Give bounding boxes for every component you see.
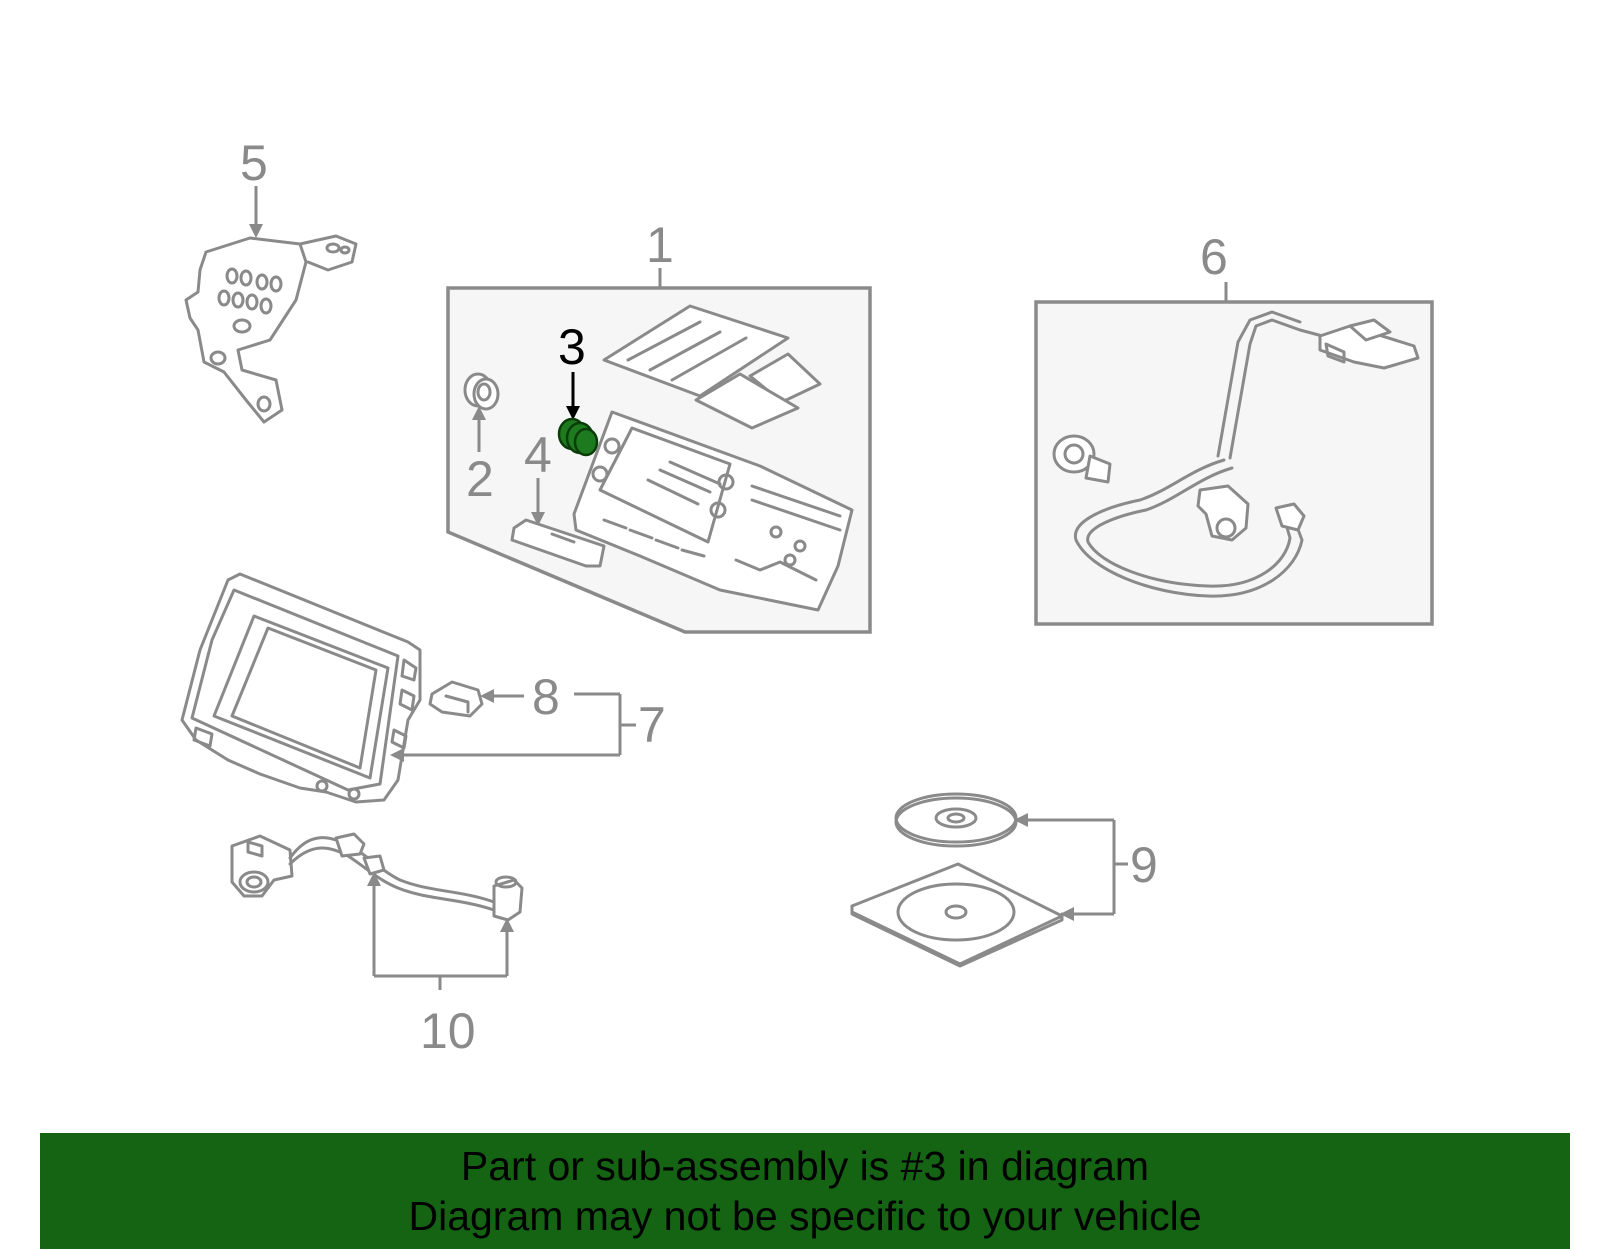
part-8-connector: 8 — [428, 669, 560, 725]
callout-9: 9 — [1130, 837, 1158, 893]
part-1-navigation-unit-panel: 1 2 3 4 — [446, 217, 872, 634]
part-10-camera-harness: 10 — [230, 832, 524, 1059]
footer-line-2: Diagram may not be specific to your vehi… — [408, 1193, 1202, 1239]
part-9-disc-set: 9 — [850, 792, 1158, 968]
callout-2: 2 — [466, 451, 494, 507]
callout-3: 3 — [558, 319, 586, 375]
footer-banner: Part or sub-assembly is #3 in diagram Di… — [40, 1133, 1570, 1249]
callout-10: 10 — [420, 1003, 476, 1059]
part-7-display-assembly: 7 — [180, 572, 666, 804]
part-4-trim-strip: 4 — [510, 427, 606, 568]
part-6-wire-harness: 6 — [1034, 229, 1434, 626]
footer-line-1: Part or sub-assembly is #3 in diagram — [460, 1143, 1150, 1189]
callout-5: 5 — [240, 135, 268, 191]
callout-1: 1 — [646, 217, 674, 273]
callout-6: 6 — [1200, 229, 1228, 285]
part-3-grommet-highlighted: 3 — [557, 319, 599, 457]
part-2-grommet: 2 — [463, 372, 500, 507]
callout-7: 7 — [638, 697, 666, 753]
callout-4: 4 — [524, 427, 552, 483]
part-5-bracket: 5 — [184, 135, 358, 424]
callout-8: 8 — [532, 669, 560, 725]
